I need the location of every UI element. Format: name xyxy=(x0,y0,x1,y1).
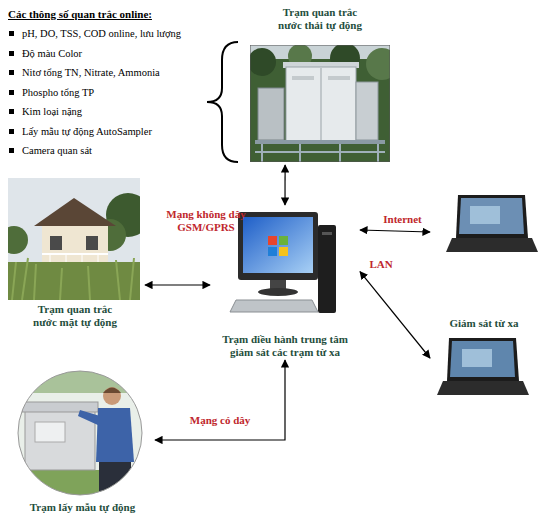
connector-arrow xyxy=(284,165,285,205)
wastewater-station-photo-part xyxy=(299,144,301,162)
wastewater-station-photo-part xyxy=(255,151,385,153)
surface-water-station-photo-part xyxy=(8,226,28,254)
autosampler-photo-part xyxy=(18,371,142,393)
wastewater-station-photo-part xyxy=(292,76,314,80)
autosampler-photo xyxy=(18,371,142,497)
station-caption: Trạm quan trắc nước thải tự động xyxy=(274,6,366,32)
wastewater-station-photo-part xyxy=(328,76,350,80)
laptop-top-part xyxy=(459,198,524,234)
station-node: Trạm quan trắc nước mặt tự động xyxy=(5,178,145,336)
connector-arrow xyxy=(145,284,210,285)
parameter-item: Camera quan sát xyxy=(22,144,212,157)
central-computer xyxy=(230,212,336,313)
wastewater-station-photo-part xyxy=(356,82,378,140)
central-computer-part xyxy=(243,217,313,273)
wastewater-station-photo-part xyxy=(255,140,385,144)
connector-arrow xyxy=(155,360,285,440)
parameter-item: Độ màu Color xyxy=(22,47,212,60)
laptop-top-part xyxy=(456,195,528,238)
autosampler-photo-part xyxy=(22,402,98,412)
wastewater-station-photo-part xyxy=(258,88,284,140)
bullet-marker xyxy=(9,129,14,134)
wastewater-station-photo-part xyxy=(250,45,390,162)
laptop-bottom-part xyxy=(447,338,519,381)
autosampler-photo-part xyxy=(103,388,121,394)
central-computer-part xyxy=(230,300,318,312)
bullet-marker xyxy=(9,109,14,114)
wastewater-station-photo-part xyxy=(321,68,322,141)
station-node: Giám sát từ xa xyxy=(430,190,538,400)
parameter-item: pH, DO, TSS, COD online, lưu lượng xyxy=(22,27,212,40)
connector-label: Internet xyxy=(375,213,430,226)
laptop-top-part xyxy=(446,238,538,252)
network-label: Mạng không dây GSM/GPRS xyxy=(166,208,246,234)
wastewater-station-photo-part xyxy=(339,144,341,162)
wastewater-station-photo-part xyxy=(261,144,263,162)
bullet-marker xyxy=(9,70,14,75)
connector-arrow xyxy=(360,272,430,358)
station-caption: Trạm lấy mẫu tự động xyxy=(10,501,155,514)
central-computer-part xyxy=(258,288,298,296)
station-caption: Trạm quan trắc nước mặt tự động xyxy=(29,303,121,329)
surface-water-station-photo-part xyxy=(50,236,62,250)
parameter-item: Phospho tổng TP xyxy=(22,86,212,99)
parameter-item: Kim loại nặng xyxy=(22,105,212,118)
laptop-bottom-part xyxy=(462,349,492,367)
laptop-bottom-part xyxy=(437,381,529,395)
connector-label: Mạng có dây xyxy=(180,414,260,427)
connector-label: LAN xyxy=(360,258,402,271)
autosampler-photo-part xyxy=(35,422,65,442)
parameter-item: Nitơ tổng TN, Nitrate, Ammonia xyxy=(22,66,212,79)
list-heading: Các thông số quan trắc online: xyxy=(8,8,208,21)
autosampler-photo-part xyxy=(78,410,100,426)
central-computer-part xyxy=(279,236,288,245)
autosampler-photo-part xyxy=(99,462,131,497)
central-computer-part xyxy=(268,236,277,245)
surface-water-station-photo-part xyxy=(12,258,134,300)
autosampler-photo-part xyxy=(96,408,134,462)
laptop-bottom-part xyxy=(450,341,515,377)
central-computer-part xyxy=(279,247,288,256)
station-caption: Trạm điều hành trung tâm giám sát các tr… xyxy=(216,333,354,359)
bullet-marker xyxy=(9,90,14,95)
autosampler-frame xyxy=(18,371,142,495)
wastewater-station-photo-part xyxy=(286,67,356,142)
bullet-marker xyxy=(9,31,14,36)
bullet-marker xyxy=(9,51,14,56)
central-computer-part xyxy=(268,247,277,256)
autosampler-photo-part xyxy=(103,387,121,405)
parameter-item: Lấy mẫu tự động AutoSampler xyxy=(22,125,212,138)
station-caption: Giám sát từ xa xyxy=(430,317,538,330)
station-node: Trạm lấy mẫu tự động xyxy=(10,365,155,520)
bracket xyxy=(207,42,238,162)
surface-water-station-photo-part xyxy=(42,226,108,268)
central-computer-part xyxy=(318,225,336,313)
laptop-top-part xyxy=(470,206,500,224)
surface-water-station-photo-part xyxy=(34,198,116,226)
autosampler-photo-part xyxy=(25,410,95,470)
wastewater-station-photo xyxy=(250,45,390,162)
wastewater-station-photo-part xyxy=(366,48,390,80)
connector-arrow xyxy=(360,230,430,232)
central-computer-part xyxy=(322,232,332,235)
wastewater-station-photo-part xyxy=(250,48,276,76)
station-node: Trạm quan trắc nước thải tự động xyxy=(245,2,395,165)
laptop-top xyxy=(446,195,538,252)
surface-water-station-photo-part xyxy=(86,236,98,250)
laptop-bottom xyxy=(437,338,529,395)
surface-water-station-photo xyxy=(8,178,140,300)
wastewater-station-photo-part xyxy=(377,144,379,162)
bullet-marker xyxy=(9,148,14,153)
central-computer-part xyxy=(238,212,318,280)
